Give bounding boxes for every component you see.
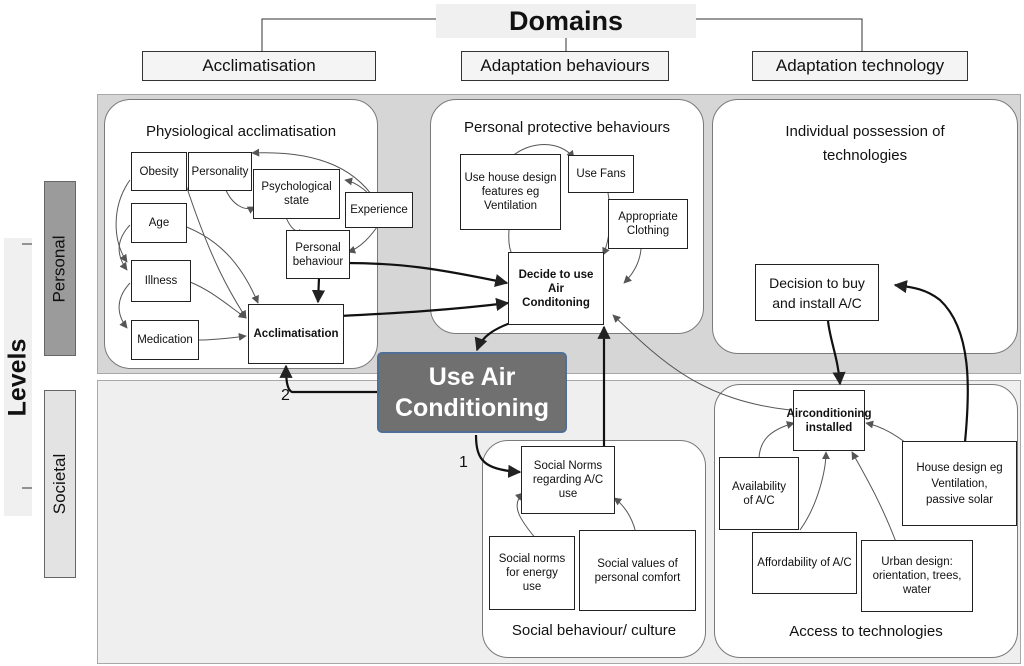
panel-title: Personal protective behaviours xyxy=(464,119,670,136)
levels-title-strip xyxy=(4,238,32,516)
node-decide-to-use-ac: Decide to use Air Conditoning xyxy=(508,252,604,325)
panel-title: Access to technologies xyxy=(789,623,943,640)
node-availability: Availability of A/C xyxy=(719,457,799,530)
node-appropriate-clothing: Appropriate Clothing xyxy=(608,199,688,249)
node-experience: Experience xyxy=(345,192,413,228)
node-illness: Illness xyxy=(131,260,191,302)
node-values-comfort: Social values of personal comfort xyxy=(579,530,696,611)
node-age: Age xyxy=(131,203,187,243)
panel-title: Physiological acclimatisation xyxy=(145,123,337,140)
domain-adaptation-behaviours: Adaptation behaviours xyxy=(461,51,669,81)
domains-title: Domains xyxy=(436,4,696,38)
node-use-house-design: Use house design features eg Ventilation xyxy=(460,154,561,230)
level-personal: Personal xyxy=(44,181,76,356)
node-house-design-eg: House design eg Ventilation, passive sol… xyxy=(902,441,1017,526)
domain-adaptation-technology: Adaptation technology xyxy=(752,51,968,81)
node-use-fans: Use Fans xyxy=(568,155,634,193)
node-medication: Medication xyxy=(131,320,199,360)
node-affordability: Affordability of A/C xyxy=(752,532,857,594)
panel-title: Individual possession of technologies xyxy=(785,123,945,164)
panel-title: Social behaviour/ culture xyxy=(511,622,677,639)
node-personal-behaviour: Personal behaviour xyxy=(286,230,350,279)
level-societal: Societal xyxy=(44,390,76,578)
domain-acclimatisation: Acclimatisation xyxy=(142,51,376,81)
node-decision-to-buy: Decision to buy and install A/C xyxy=(755,264,879,321)
node-personality: Personality xyxy=(188,152,252,191)
node-urban-design: Urban design: orientation, trees, water xyxy=(861,540,973,612)
node-obesity: Obesity xyxy=(131,152,187,191)
node-acclimatisation: Acclimatisation xyxy=(248,304,344,364)
edge-label-2: 2 xyxy=(281,387,290,404)
use-air-conditioning: Use Air Conditioning xyxy=(377,352,567,433)
node-airconditioning-installed: Airconditioning installed xyxy=(787,390,871,451)
node-social-norms-ac: Social Norms regarding A/C use xyxy=(521,446,615,514)
edge-label-1: 1 xyxy=(459,454,468,471)
node-norms-energy: Social norms for energy use xyxy=(489,536,575,610)
node-psychological-state: Psychological state xyxy=(253,169,340,219)
